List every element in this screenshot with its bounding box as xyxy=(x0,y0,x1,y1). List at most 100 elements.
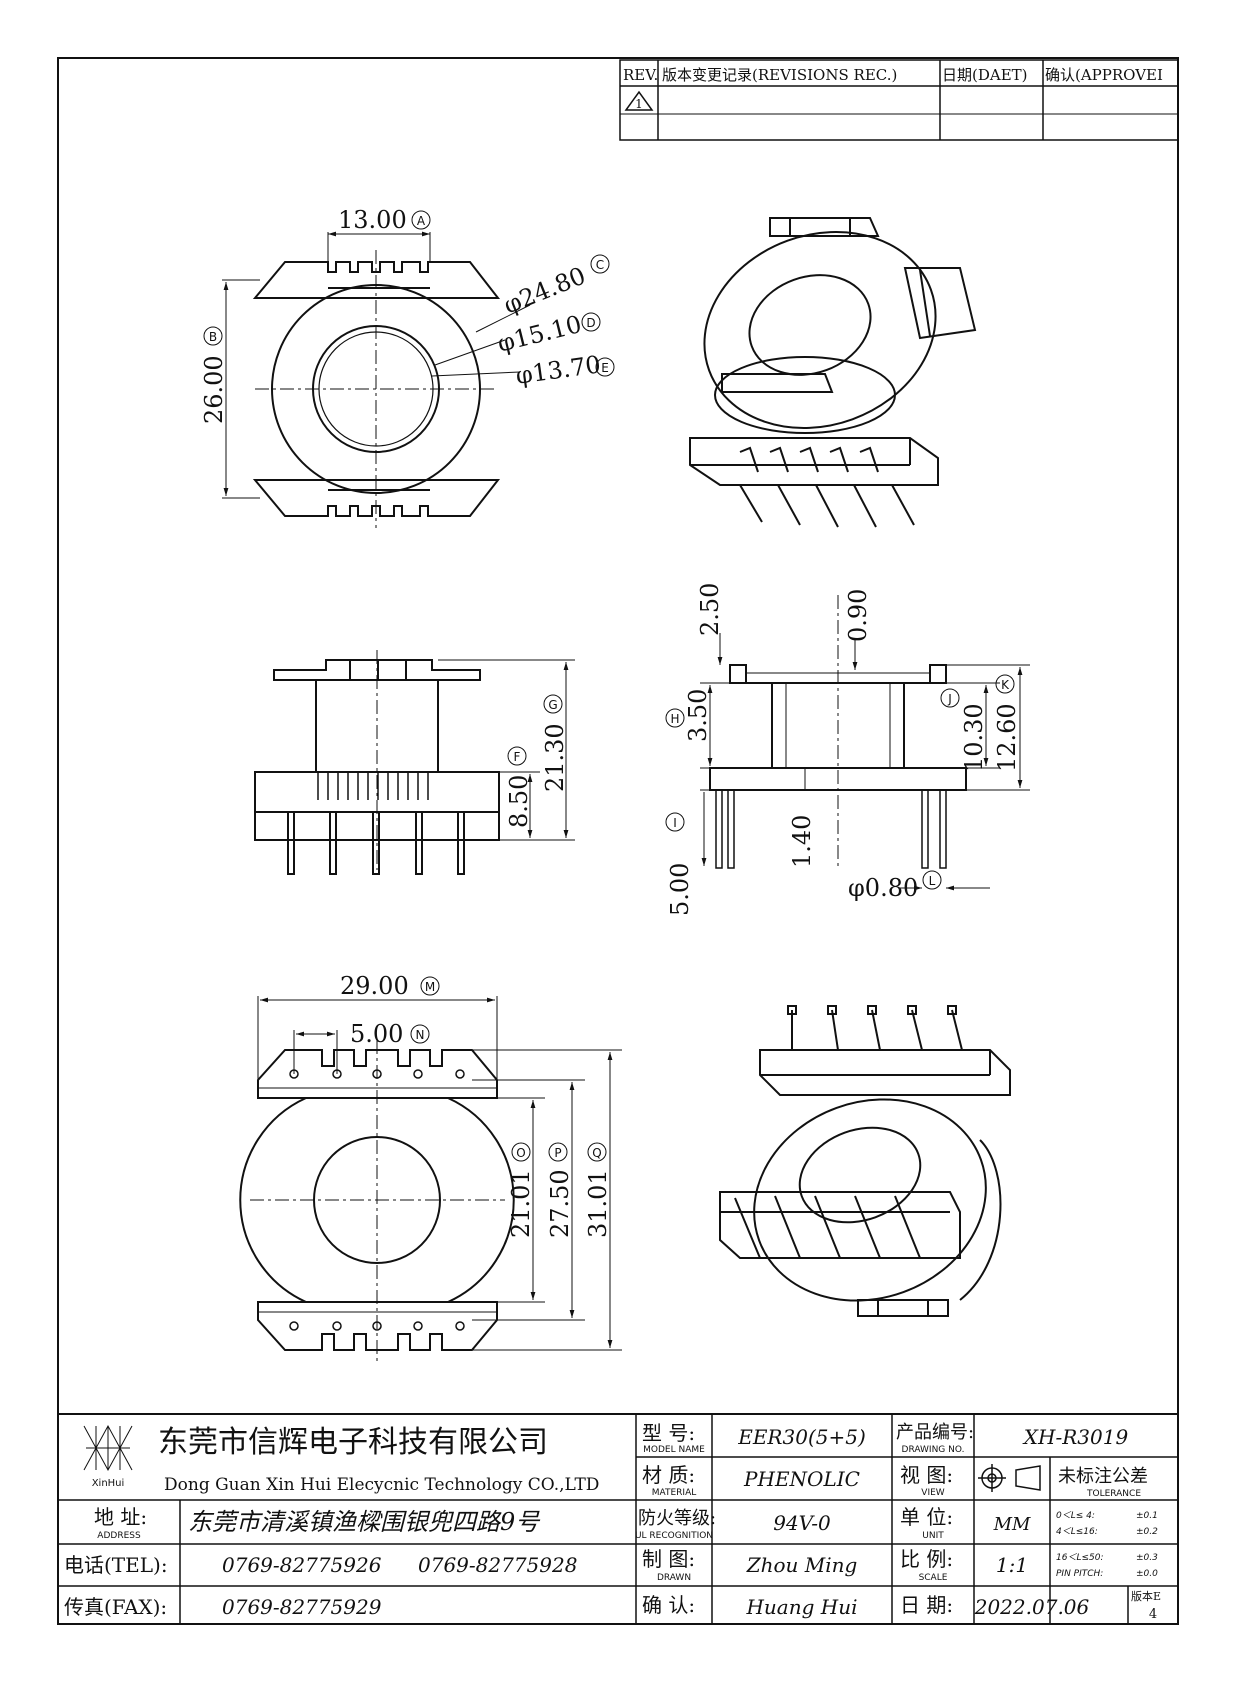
dim-p-value: 27.50 xyxy=(546,1169,574,1238)
company-name-cn: 东莞市信辉电子科技有限公司 xyxy=(158,1425,548,1460)
date-label: 日 期: xyxy=(900,1593,953,1617)
tolerance-title: 未标注公差 xyxy=(1058,1466,1148,1487)
material-value: PHENOLIC xyxy=(743,1467,860,1491)
tol-range-1: 0＜L≤ 4: xyxy=(1056,1511,1095,1521)
check-label: 确 认: xyxy=(642,1593,695,1617)
revision-table: REV. 版本变更记录(REVISIONS REC.) 日期(DAET) 确认(… xyxy=(619,59,1179,141)
top-view-labels: 13.00 A 26.00 B φ24.80 C φ15.10 D φ13.70… xyxy=(200,206,615,424)
dim-e-tag: E xyxy=(601,361,609,375)
dim-d-tag: D xyxy=(586,316,595,330)
version-label: 版本E xyxy=(1131,1589,1161,1603)
date-value: 2022.07.06 xyxy=(974,1595,1090,1619)
revision-number: 1 xyxy=(635,97,643,111)
flame-label: 防火等级: xyxy=(638,1508,716,1529)
dim-side-top-b: 0.90 xyxy=(844,589,872,642)
fax-label: 传真(FAX): xyxy=(64,1595,167,1619)
tol-range-2: 4＜L≤16: xyxy=(1056,1527,1098,1537)
front-view xyxy=(254,650,575,875)
scale-label-en: SCALE xyxy=(919,1573,948,1583)
tol-range-3: 16＜L≤50: xyxy=(1056,1553,1104,1563)
dim-side-top-a: 2.50 xyxy=(696,583,724,636)
model-label: 型 号: xyxy=(642,1421,695,1445)
dim-b-value: 26.00 xyxy=(200,355,228,424)
dim-h-value: 3.50 xyxy=(684,689,712,742)
drawing-no-label-en: DRAWING NO. xyxy=(902,1445,965,1455)
side-view-labels: 2.50 0.90 3.50 H I 5.00 1.40 10.30 J 12.… xyxy=(665,583,1021,916)
unit-value: MM xyxy=(993,1514,1031,1535)
tolerance-title-en: TOLERANCE xyxy=(1086,1489,1141,1499)
model-value: EER30(5+5) xyxy=(737,1425,866,1449)
dim-g-value: 21.30 xyxy=(541,723,569,792)
isometric-view-2 xyxy=(719,1005,1011,1317)
drawn-value: Zhou Ming xyxy=(746,1553,858,1577)
view-label: 视 图: xyxy=(900,1463,953,1487)
isometric-view-1 xyxy=(689,217,977,528)
top-view xyxy=(222,231,531,528)
dim-n-tag: N xyxy=(416,1028,425,1042)
xinhui-logo xyxy=(83,1424,133,1472)
approve-header: 确认(APPROVEI xyxy=(1045,66,1163,84)
scale-value: 1:1 xyxy=(996,1553,1028,1577)
tol-val-2: ±0.2 xyxy=(1136,1527,1158,1537)
drawing-no-label: 产品编号: xyxy=(896,1422,974,1443)
tol-val-1: ±0.1 xyxy=(1136,1511,1158,1521)
dim-k-value: 12.60 xyxy=(993,703,1021,772)
fax-value: 0769-82775929 xyxy=(222,1595,382,1619)
dim-b-tag: B xyxy=(209,330,217,344)
model-label-en: MODEL NAME xyxy=(643,1445,705,1455)
projection-symbol-icon xyxy=(978,1464,1041,1492)
bottom-view-labels: 29.00 M 5.00 N 21.01 O 27.50 P 31.01 Q xyxy=(340,972,612,1238)
unit-label-en: UNIT xyxy=(922,1531,944,1541)
tol-val-4: ±0.0 xyxy=(1136,1569,1158,1579)
tol-val-3: ±0.3 xyxy=(1136,1553,1158,1563)
bottom-view xyxy=(239,996,622,1362)
address-label: 地 址: xyxy=(94,1505,147,1529)
dim-j-tag: J xyxy=(947,692,952,706)
drawn-label: 制 图: xyxy=(642,1547,695,1571)
record-header: 版本变更记录(REVISIONS REC.) xyxy=(662,66,897,84)
dim-i-value: 5.00 xyxy=(666,863,694,916)
date-header: 日期(DAET) xyxy=(942,66,1028,84)
dim-a-tag: A xyxy=(417,214,426,228)
view-label-en: VIEW xyxy=(921,1488,944,1498)
dim-m-value: 29.00 xyxy=(340,972,409,1000)
unit-label: 单 位: xyxy=(900,1505,953,1529)
drawn-label-en: DRAWN xyxy=(657,1573,691,1583)
check-value: Huang Hui xyxy=(745,1595,857,1619)
dim-h-tag: H xyxy=(670,712,679,726)
flame-value: 94V-0 xyxy=(773,1511,831,1535)
dim-q-value: 31.01 xyxy=(584,1169,612,1238)
tel-1: 0769-82775926 xyxy=(222,1553,382,1577)
rev-header: REV. xyxy=(623,66,658,84)
dim-e-value: φ13.70 xyxy=(514,350,603,390)
dim-o-value: 21.01 xyxy=(507,1169,535,1238)
dim-n-value: 5.00 xyxy=(350,1020,403,1048)
dim-p-tag: P xyxy=(554,1146,561,1160)
revision-triangle-icon xyxy=(624,90,654,111)
drawing-no-value: XH-R3019 xyxy=(1022,1425,1129,1449)
dim-f-tag: F xyxy=(514,750,521,764)
front-view-labels: 8.50 F 21.30 G xyxy=(505,694,569,828)
title-block xyxy=(57,1413,1179,1625)
tol-range-4: PIN PITCH: xyxy=(1056,1569,1103,1579)
dim-j-value: 10.30 xyxy=(960,703,988,772)
dim-l-tag: L xyxy=(929,874,936,888)
dim-k-tag: K xyxy=(1001,678,1010,692)
flame-label-en: UL RECOGNITION xyxy=(635,1531,713,1541)
address-label-en: ADDRESS xyxy=(97,1531,141,1541)
tel-2: 0769-82775928 xyxy=(418,1553,577,1577)
dim-l-value: φ0.80 xyxy=(848,874,918,902)
dim-f-value: 8.50 xyxy=(505,775,533,828)
address-value: 东莞市清溪镇渔樑围银兜四路9号 xyxy=(188,1508,541,1536)
dim-g-tag: G xyxy=(548,698,557,712)
logo-caption: XinHui xyxy=(92,1478,125,1489)
material-label-en: MATERIAL xyxy=(652,1488,697,1498)
dim-a-value: 13.00 xyxy=(338,206,407,234)
side-view xyxy=(700,595,1030,891)
scale-label: 比 例: xyxy=(900,1547,953,1571)
dim-m-tag: M xyxy=(425,980,435,994)
tel-label: 电话(TEL): xyxy=(64,1553,168,1577)
dim-q-tag: Q xyxy=(592,1146,601,1160)
material-label: 材 质: xyxy=(642,1463,695,1487)
